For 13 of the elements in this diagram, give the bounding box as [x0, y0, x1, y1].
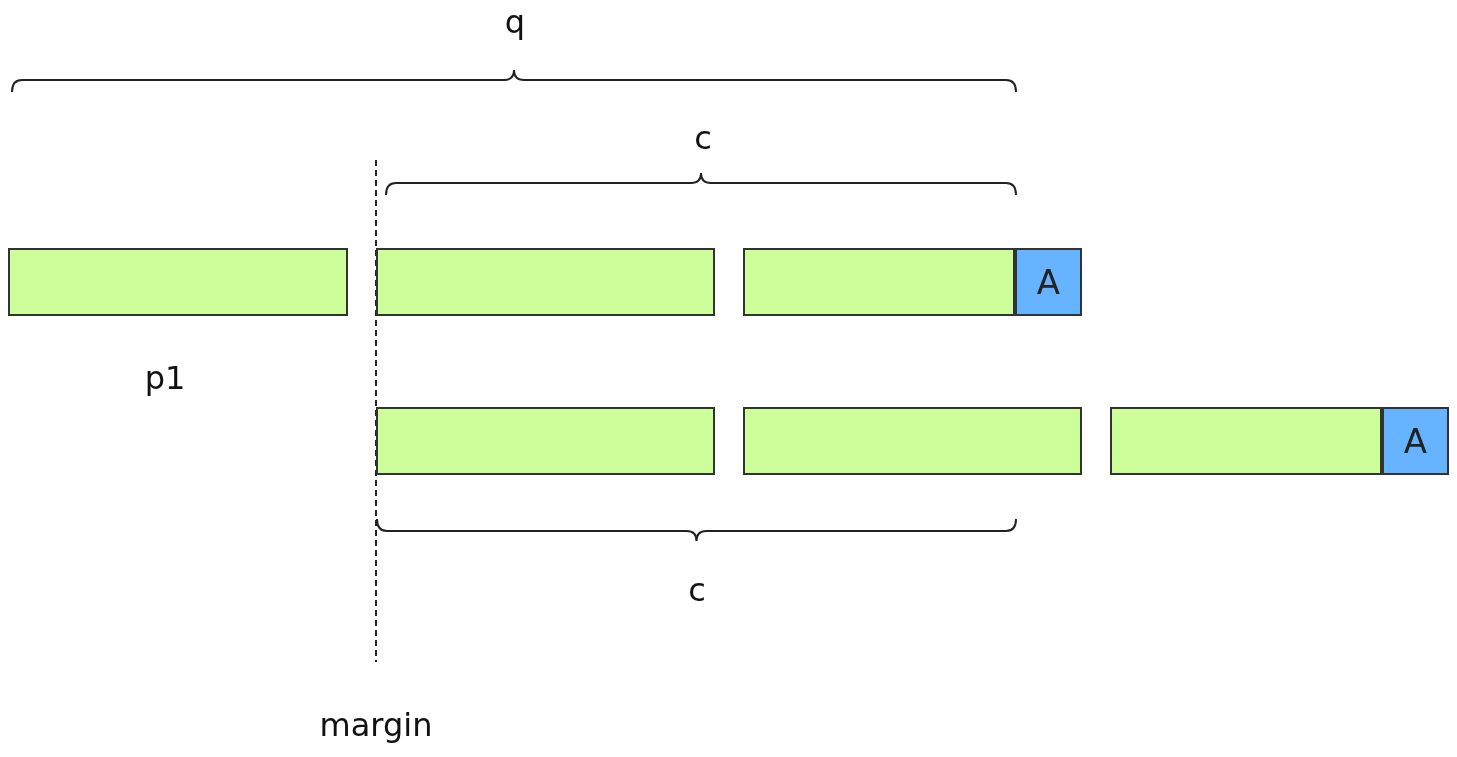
segment-bar [1110, 407, 1382, 475]
dimension-label: q [504, 3, 526, 41]
segment-bar [743, 407, 1082, 475]
dimension-label: p1 [144, 359, 186, 397]
dimension-label: c [694, 119, 712, 157]
segment-bar [376, 407, 715, 475]
segment-bar [376, 248, 715, 316]
segment-bar [743, 248, 1015, 316]
dimension-label: c [688, 571, 706, 609]
segment-bar [8, 248, 348, 316]
letter-block: A [1382, 407, 1449, 475]
letter-block: A [1015, 248, 1082, 316]
margin-label: margin [319, 706, 433, 744]
